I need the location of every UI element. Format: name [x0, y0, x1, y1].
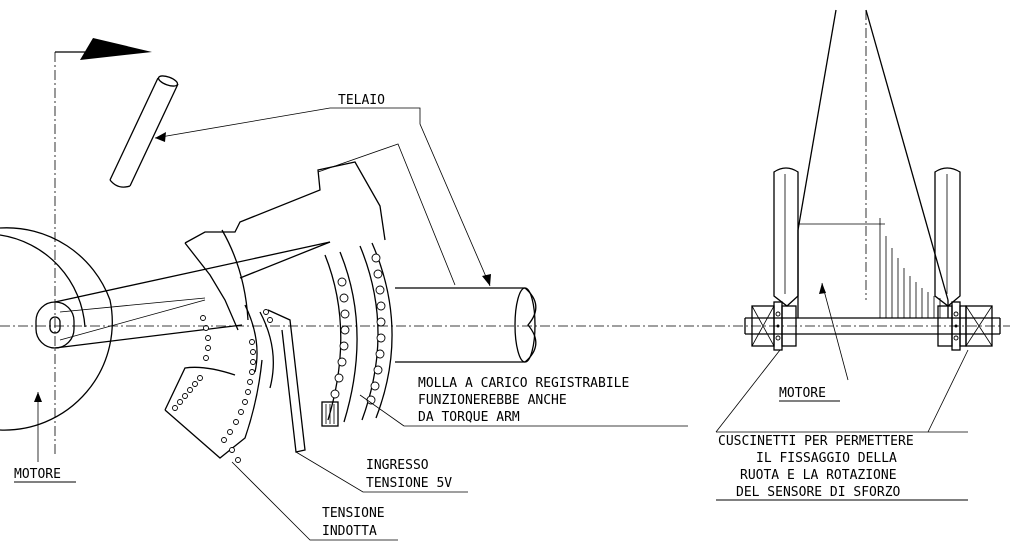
- leader-lines-left: [34, 107, 688, 541]
- frame-tube: [109, 75, 179, 188]
- svg-text:DEL SENSORE DI SFORZO: DEL SENSORE DI SFORZO: [736, 485, 901, 500]
- motor-hub: [797, 9, 949, 318]
- label-motore-right: MOTORE: [779, 386, 840, 402]
- leader-lines-right: [715, 282, 969, 433]
- label-motore-left: MOTORE: [14, 467, 76, 483]
- fork-tubes: [773, 167, 961, 307]
- spring-assembly: [321, 242, 393, 427]
- svg-text:CUSCINETTI PER PERMETTERE: CUSCINETTI PER PERMETTERE: [718, 434, 914, 449]
- label-ingresso: INGRESSO TENSIONE 5V: [366, 458, 452, 491]
- label-telaio: TELAIO: [338, 93, 385, 108]
- svg-text:INGRESSO: INGRESSO: [366, 458, 429, 473]
- sensor-coil: [164, 304, 306, 463]
- hub-hatching: [879, 218, 941, 318]
- coil-turns: [172, 309, 273, 463]
- svg-text:TENSIONE: TENSIONE: [322, 506, 385, 521]
- svg-text:INDOTTA: INDOTTA: [322, 524, 377, 539]
- svg-text:IL FISSAGGIO DELLA: IL FISSAGGIO DELLA: [756, 451, 897, 466]
- svg-text:DA TORQUE ARM: DA TORQUE ARM: [418, 410, 520, 425]
- label-cuscinetti: CUSCINETTI PER PERMETTERE IL FISSAGGIO D…: [716, 434, 968, 501]
- svg-text:RUOTA E LA ROTAZIONE: RUOTA E LA ROTAZIONE: [740, 468, 897, 483]
- svg-text:MOLLA A CARICO REGISTRABILE: MOLLA A CARICO REGISTRABILE: [418, 376, 629, 391]
- bearing-left: [751, 301, 797, 351]
- section-arrow: [54, 38, 152, 300]
- right-view: MOTORE CUSCINETTI PER PERMETTERE IL FISS…: [715, 9, 1010, 501]
- svg-text:MOTORE: MOTORE: [779, 386, 826, 401]
- torque-arm: [54, 161, 386, 349]
- axle: [715, 317, 1010, 335]
- svg-text:FUNZIONEREBBE ANCHE: FUNZIONEREBBE ANCHE: [418, 393, 567, 408]
- bearing-right: [937, 301, 993, 351]
- svg-text:MOTORE: MOTORE: [14, 467, 61, 482]
- motor-wheel: [0, 227, 113, 455]
- spring-rollers: [330, 253, 386, 405]
- svg-text:TELAIO: TELAIO: [338, 93, 385, 108]
- label-tensione-indotta: TENSIONE INDOTTA: [322, 506, 385, 539]
- svg-text:TENSIONE 5V: TENSIONE 5V: [366, 476, 452, 491]
- label-molla: MOLLA A CARICO REGISTRABILE FUNZIONEREBB…: [418, 376, 629, 425]
- frame-shaft: [395, 287, 537, 363]
- left-view: TELAIO MOLLA A CARICO REGISTRABILE FUNZI…: [0, 38, 715, 541]
